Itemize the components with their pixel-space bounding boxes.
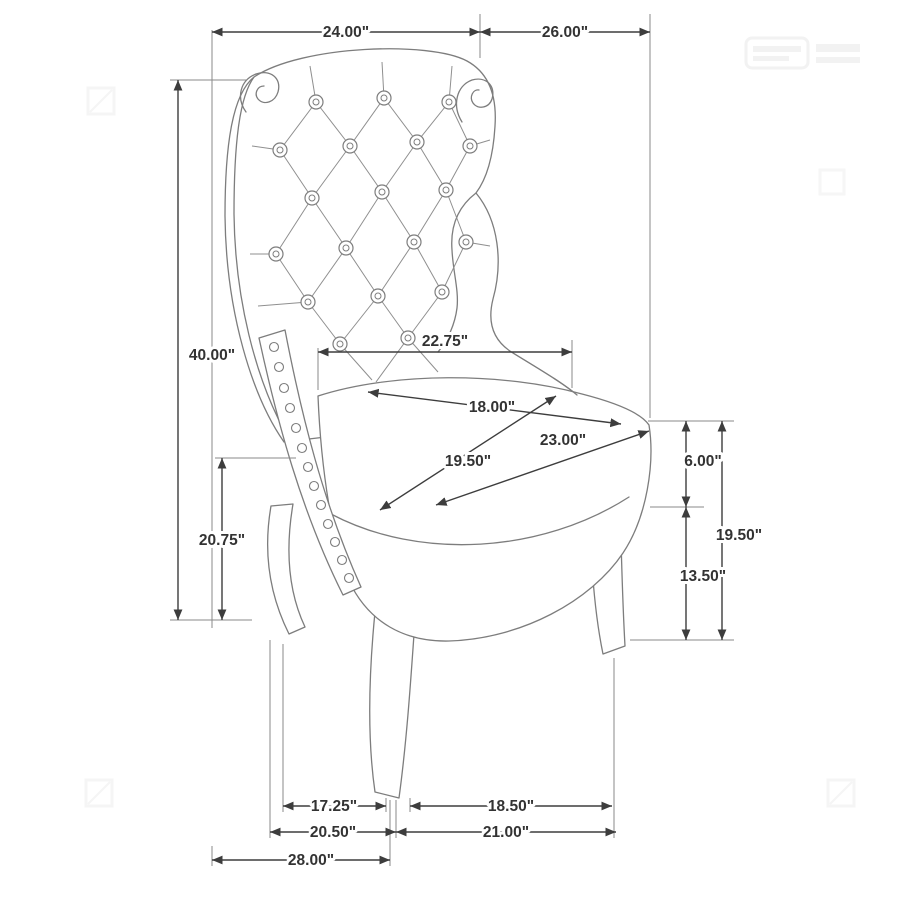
nailhead [302, 461, 314, 473]
tufting-button [370, 288, 386, 304]
nailhead [315, 499, 327, 511]
tufting-button [308, 94, 324, 110]
chair-illustration [224, 48, 652, 799]
tufting-button [438, 182, 454, 198]
tufting-button [342, 138, 358, 154]
tufting-button [409, 134, 425, 150]
chair-right-wing-fold [437, 192, 477, 353]
dim-label-bottom-18-50: 18.50" [488, 798, 534, 815]
tufting [250, 61, 491, 383]
tufting-button [374, 184, 390, 200]
nailhead [296, 442, 308, 454]
dim-label-seat-diag-left: 19.50" [445, 453, 491, 470]
tufting-button [406, 234, 422, 250]
tufting-button [462, 138, 478, 154]
tufting-button [304, 190, 320, 206]
dim-label-bottom-20-50: 20.50" [310, 824, 356, 841]
tufting-button [434, 284, 450, 300]
nailhead [273, 361, 285, 373]
dim-label-right-outer: 19.50" [716, 527, 762, 544]
nailhead [322, 518, 334, 530]
tufting-button [272, 142, 288, 158]
tufting-button [400, 330, 416, 346]
dim-label-top-left: 24.00" [323, 24, 369, 41]
dim-label-right-lower: 13.50" [680, 568, 726, 585]
dim-label-seat-upper: 18.00" [469, 399, 515, 416]
watermark-logo [744, 36, 860, 70]
dim-label-seat-diag-right: 23.00" [540, 432, 586, 449]
right-scroll-icon [455, 78, 494, 123]
dimension-lines [173, 27, 727, 865]
nailhead [268, 341, 280, 353]
dim-label-back-width: 22.75" [422, 333, 468, 350]
tufting-button [300, 294, 316, 310]
tufting-button [458, 234, 474, 250]
tufting-lattice [275, 97, 471, 383]
nailhead [308, 480, 320, 492]
leg-back-left [266, 503, 306, 635]
leg-front-left [369, 611, 416, 799]
left-scroll-icon [239, 72, 280, 113]
nailhead [284, 402, 296, 414]
dim-label-top-right: 26.00" [542, 24, 588, 41]
nailhead [278, 382, 290, 394]
tufting-pleats [250, 61, 491, 307]
nailhead [336, 554, 348, 566]
nailhead [290, 422, 302, 434]
dim-label-bottom-28-00: 28.00" [288, 852, 334, 869]
tufting-button [441, 94, 457, 110]
tufting-button [338, 240, 354, 256]
dim-label-left-inner: 20.75" [199, 532, 245, 549]
dim-line-seat-diag-right [435, 430, 650, 506]
watermark-corner-marks [84, 86, 856, 808]
nailhead [343, 572, 355, 584]
seat-welt-seam [330, 496, 630, 546]
dim-label-left-outer: 40.00" [189, 347, 235, 364]
chair-back-inner-edge [233, 76, 285, 431]
tufting-button [376, 90, 392, 106]
tufting-button [268, 246, 284, 262]
dimension-labels: 24.00" 26.00" 40.00" 20.75" 22.75" 18.00… [186, 21, 765, 872]
tufting-button [332, 336, 348, 352]
dim-label-right-upper: 6.00" [684, 453, 722, 470]
dim-label-bottom-21-00: 21.00" [483, 824, 529, 841]
nailhead [329, 536, 341, 548]
dim-label-bottom-17-25: 17.25" [311, 798, 357, 815]
